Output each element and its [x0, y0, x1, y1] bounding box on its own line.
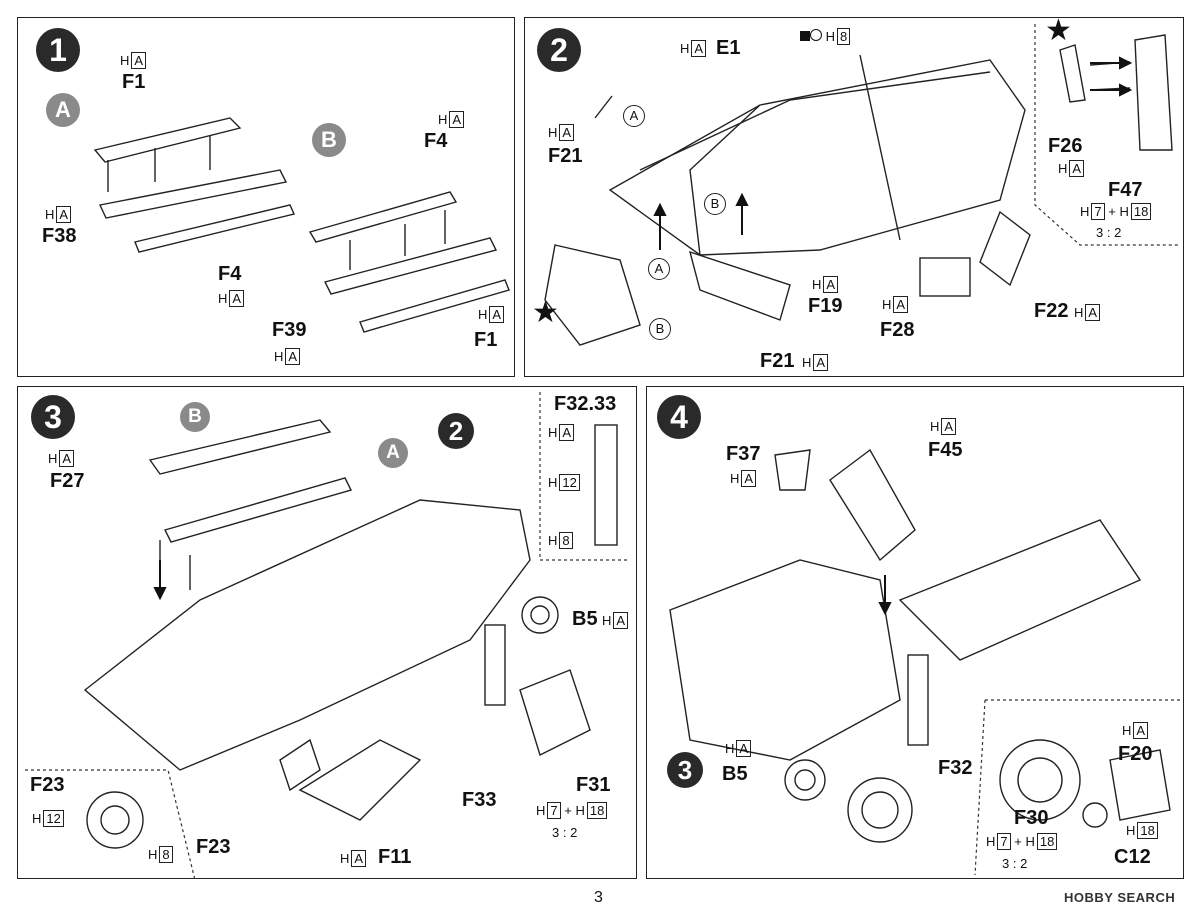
part-label: F45 [928, 439, 963, 461]
part-label: B5 [572, 608, 598, 630]
part-label: F32 [938, 757, 973, 779]
part-label: B5 [722, 763, 748, 785]
part-label: F4 [424, 130, 448, 152]
marker-a: A [623, 105, 645, 127]
step-2-number: 2 [537, 28, 581, 72]
part-label: F21 [760, 350, 795, 372]
part-label: F1 [474, 329, 498, 351]
step-4-panel [646, 386, 1184, 879]
part-label: F1 [122, 71, 146, 93]
part-label: F23 [196, 836, 231, 858]
part-label: F27 [50, 470, 85, 492]
ratio-text: 3 : 2 [1002, 856, 1028, 871]
part-label: F23 [30, 774, 65, 796]
step-3-number: 3 [31, 395, 75, 439]
part-label: F21 [548, 145, 583, 167]
part-label: F4 [218, 263, 242, 285]
ratio-text: 3 : 2 [1096, 225, 1122, 240]
part-label: F47 [1108, 179, 1143, 201]
step-4-number: 4 [657, 395, 701, 439]
variant-a-bubble: A [46, 93, 80, 127]
variant-b-bubble: B [180, 402, 210, 432]
page-number: 3 [594, 889, 603, 906]
step-2-reference: 2 [438, 413, 474, 449]
part-label: F20 [1118, 743, 1153, 765]
part-label: F37 [726, 443, 761, 465]
step-1-number: 1 [36, 28, 80, 72]
watermark: HOBBY SEARCH [1064, 890, 1176, 905]
marker-b: B [704, 193, 726, 215]
part-label: F26 [1048, 135, 1083, 157]
variant-b-bubble: B [312, 123, 346, 157]
step-3-reference: 3 [667, 752, 703, 788]
part-label: F28 [880, 319, 915, 341]
star-icon: ★ [1045, 14, 1072, 47]
part-label: F32.33 [554, 393, 617, 415]
part-label: F33 [462, 789, 497, 811]
part-label: E1 [716, 37, 741, 59]
star-icon: ★ [532, 296, 559, 329]
part-label: F39 [272, 319, 307, 341]
part-label: F22 [1034, 300, 1069, 322]
part-label: F38 [42, 225, 77, 247]
variant-a-bubble: A [378, 438, 408, 468]
part-label: C12 [1114, 846, 1151, 868]
marker-b: B [649, 318, 671, 340]
marker-a: A [648, 258, 670, 280]
part-label: F11 [378, 846, 412, 868]
step-2-panel [524, 17, 1184, 377]
ratio-text: 3 : 2 [552, 825, 578, 840]
part-label: F19 [808, 295, 843, 317]
part-label: F30 [1014, 807, 1049, 829]
part-label: F31 [576, 774, 611, 796]
